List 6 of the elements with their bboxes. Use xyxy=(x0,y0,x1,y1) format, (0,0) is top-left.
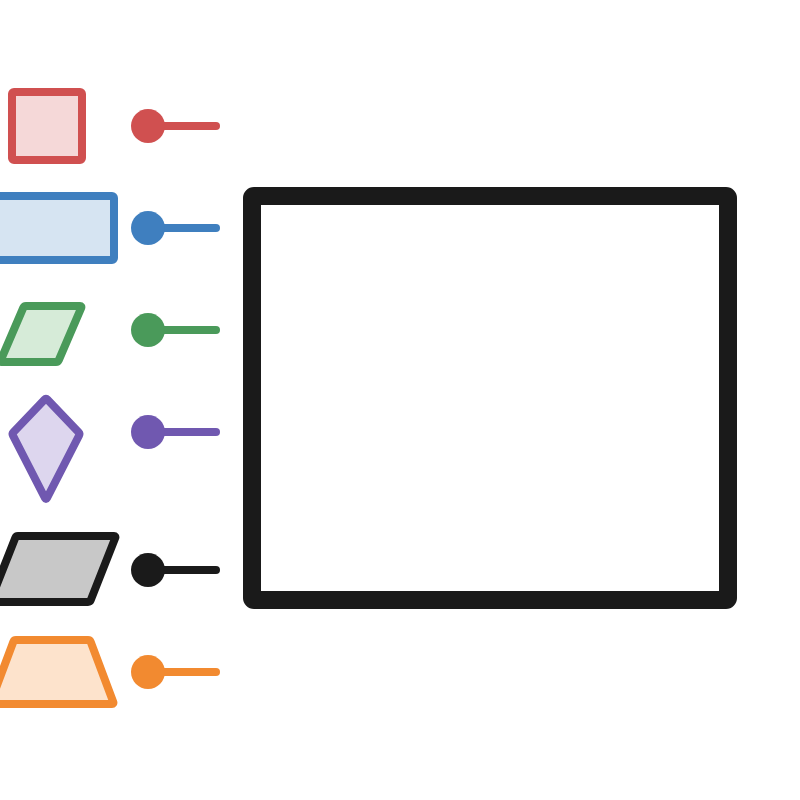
large-square xyxy=(243,187,737,609)
kite-shape xyxy=(8,394,84,503)
parallelogram-shape xyxy=(0,302,86,366)
trapezoid-shape xyxy=(0,636,118,708)
square-shape xyxy=(8,88,86,164)
parallelogram-shape xyxy=(0,532,120,606)
